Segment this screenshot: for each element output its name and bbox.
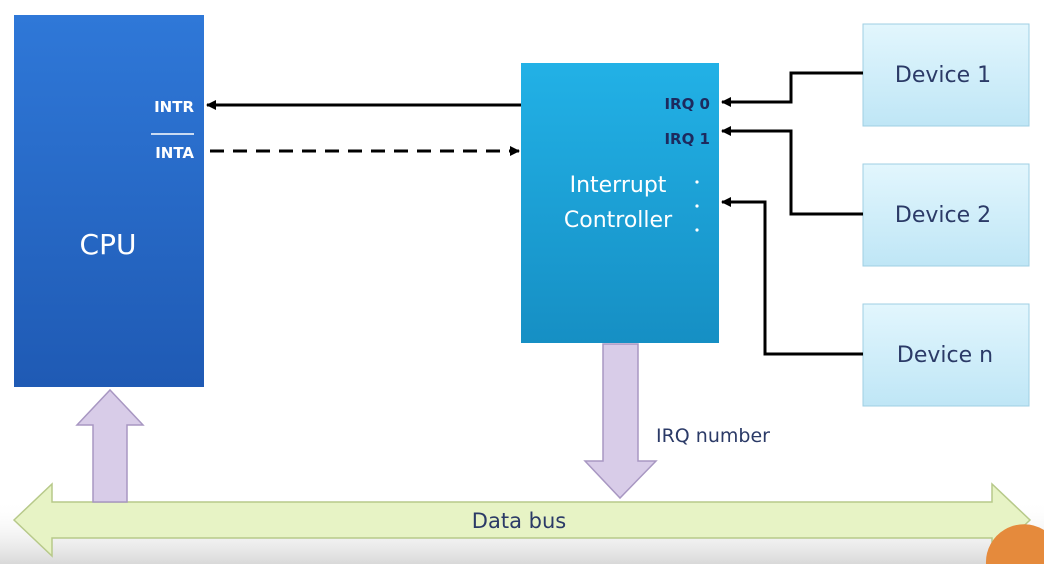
cpu-box — [14, 15, 204, 387]
data-bus-label: Data bus — [472, 509, 566, 533]
irq1-label: IRQ 1 — [664, 130, 710, 148]
cpu-label: CPU — [80, 228, 137, 261]
controller-label-line2: Controller — [564, 208, 673, 233]
corner-logo-fragment — [985, 524, 1044, 564]
cpu-block: CPU INTR INTA — [14, 15, 204, 387]
device-box-2: Device 2 — [862, 163, 1030, 267]
data-bus-arrow — [12, 482, 1032, 558]
irq-number-arrow — [583, 343, 658, 500]
device-2-label: Device 2 — [895, 203, 991, 228]
device-n-label: Device n — [897, 343, 993, 368]
controller-label-line1: Interrupt — [570, 173, 667, 198]
device-2-irq1-line — [721, 126, 863, 216]
device-n-irq-line — [721, 197, 863, 356]
cpu-bus-arrow — [75, 388, 145, 503]
device-box-1: Device 1 — [862, 23, 1030, 127]
inta-pin-label: INTA — [155, 144, 194, 162]
controller-box — [521, 63, 719, 343]
irq0-label: IRQ 0 — [664, 95, 710, 113]
ellipsis-dots — [695, 180, 699, 232]
interrupt-controller-block: Interrupt Controller IRQ 0 IRQ 1 — [521, 63, 719, 343]
intr-pin-label: INTR — [154, 98, 194, 116]
device-1-label: Device 1 — [895, 63, 991, 88]
device-box-n: Device n — [862, 303, 1030, 407]
irq-number-label: IRQ number — [656, 425, 770, 447]
device-1-irq0-line — [721, 71, 863, 107]
